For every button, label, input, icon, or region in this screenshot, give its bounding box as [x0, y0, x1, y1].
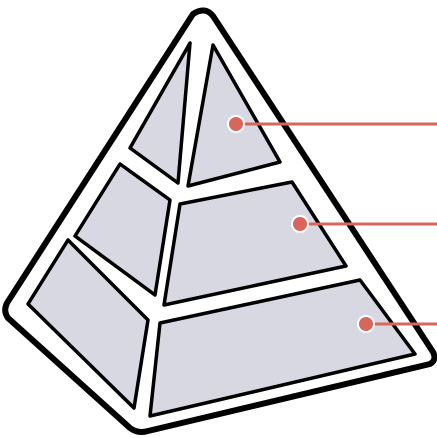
- callout-dot-level-3: [358, 316, 374, 332]
- callout-dot-level-1: [228, 116, 244, 132]
- callout-dot-level-2: [292, 216, 308, 232]
